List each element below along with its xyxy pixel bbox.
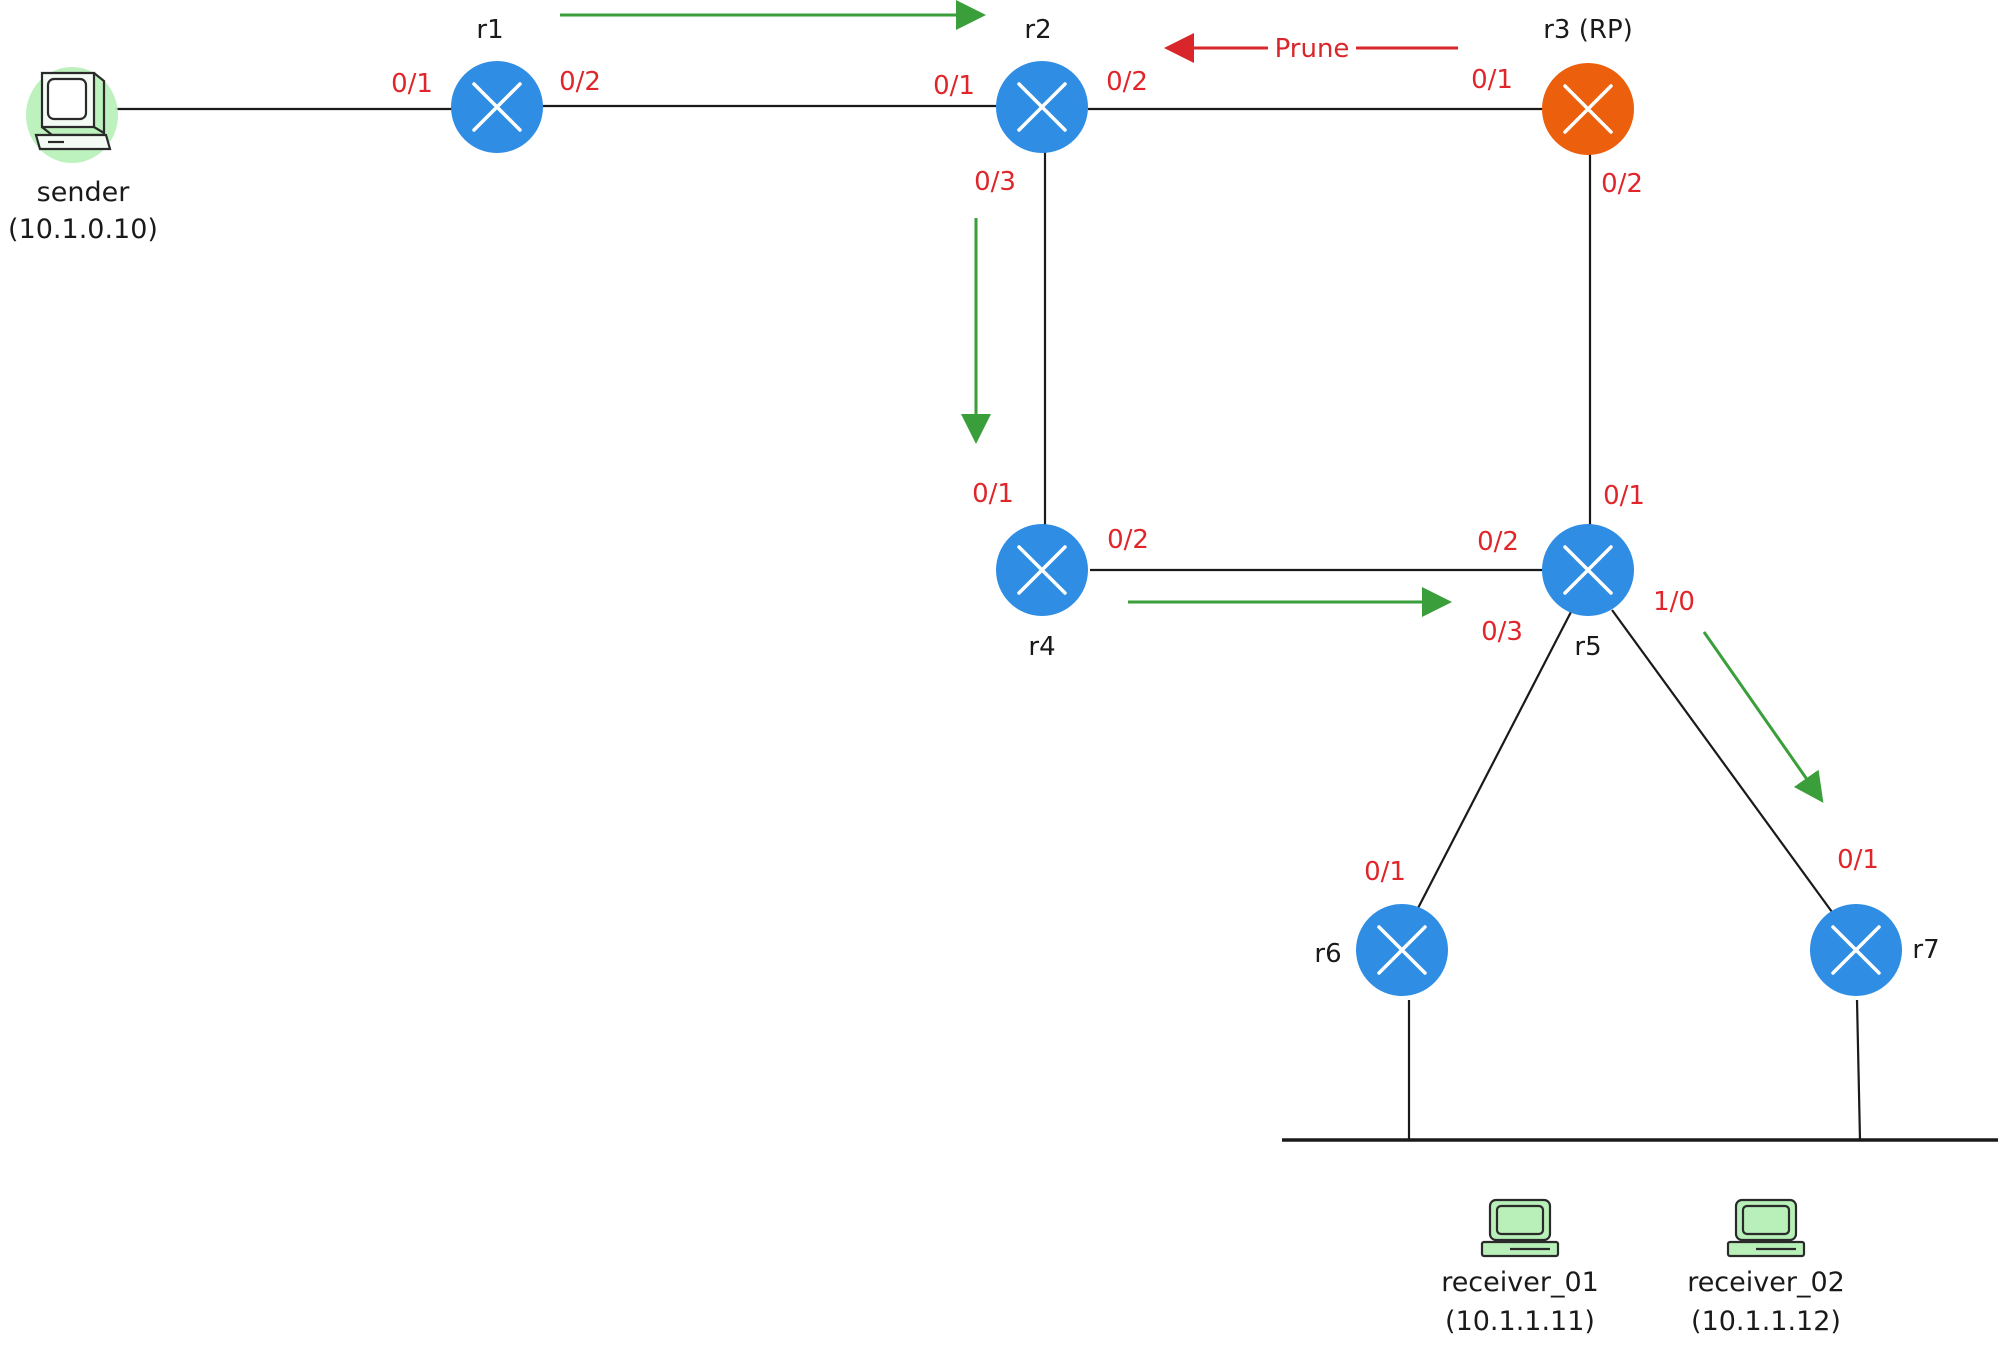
port-label-r6-0-1: 0/1 xyxy=(1364,857,1406,887)
receiver-01-host[interactable] xyxy=(1480,1198,1560,1258)
router-label-r5: r5 xyxy=(1574,632,1601,662)
link-r5-r7 xyxy=(1611,609,1833,913)
port-label-r5-0-3: 0/3 xyxy=(1481,617,1523,647)
router-r2[interactable] xyxy=(996,61,1088,153)
port-label-r4-0-1: 0/1 xyxy=(972,479,1014,509)
receiver-01-ip: (10.1.1.11) xyxy=(1445,1306,1595,1337)
router-label-r4: r4 xyxy=(1028,632,1055,662)
receiver-02-ip: (10.1.1.12) xyxy=(1691,1306,1841,1337)
flow-arrow-r5-r7 xyxy=(1702,631,1824,803)
port-label-r3-0-2: 0/2 xyxy=(1601,169,1643,199)
links xyxy=(115,104,1998,1142)
port-label-r2-0-1: 0/1 xyxy=(933,71,975,101)
port-label-r5-0-1: 0/1 xyxy=(1603,481,1645,511)
port-label-r4-0-2: 0/2 xyxy=(1107,525,1149,555)
router-r1[interactable] xyxy=(451,61,543,153)
port-label-r1-0-1: 0/1 xyxy=(391,69,433,99)
receiver-01-name: receiver_01 xyxy=(1441,1267,1599,1298)
router-r4[interactable] xyxy=(996,524,1088,616)
link-r7-lan xyxy=(1855,999,1862,1141)
computer-icon xyxy=(1726,1198,1806,1258)
port-label-r3-0-1: 0/1 xyxy=(1471,65,1513,95)
port-label-r1-0-2: 0/2 xyxy=(559,67,601,97)
port-labels: 0/1 0/2 0/1 0/2 0/3 0/1 0/2 0/1 0/2 0/1 … xyxy=(391,65,1879,887)
router-r3-rp[interactable] xyxy=(1542,63,1634,155)
router-label-r3: r3 (RP) xyxy=(1543,15,1633,45)
prune-label: Prune xyxy=(1275,34,1350,64)
router-r6[interactable] xyxy=(1356,904,1448,996)
sender-ip: (10.1.0.10) xyxy=(8,214,158,245)
computer-icon xyxy=(34,71,112,151)
receiver-02-host[interactable] xyxy=(1726,1198,1806,1258)
router-label-r2: r2 xyxy=(1024,15,1051,45)
router-r5[interactable] xyxy=(1542,524,1634,616)
flow-arrows: Prune xyxy=(560,0,1824,803)
port-label-r5-0-2: 0/2 xyxy=(1477,527,1519,557)
router-label-r7: r7 xyxy=(1912,935,1939,965)
router-label-r6: r6 xyxy=(1314,939,1341,969)
router-r7[interactable] xyxy=(1810,904,1902,996)
link-r5-r6 xyxy=(1415,609,1573,913)
computer-icon xyxy=(1480,1198,1560,1258)
receiver-02-name: receiver_02 xyxy=(1687,1267,1845,1298)
port-label-r5-1-0: 1/0 xyxy=(1653,587,1695,617)
router-label-r1: r1 xyxy=(476,15,503,45)
port-label-r2-0-2: 0/2 xyxy=(1106,67,1148,97)
sender-host[interactable] xyxy=(26,67,118,163)
port-label-r7-0-1: 0/1 xyxy=(1837,845,1879,875)
port-label-r2-0-3: 0/3 xyxy=(974,167,1016,197)
sender-name: sender xyxy=(37,177,131,208)
